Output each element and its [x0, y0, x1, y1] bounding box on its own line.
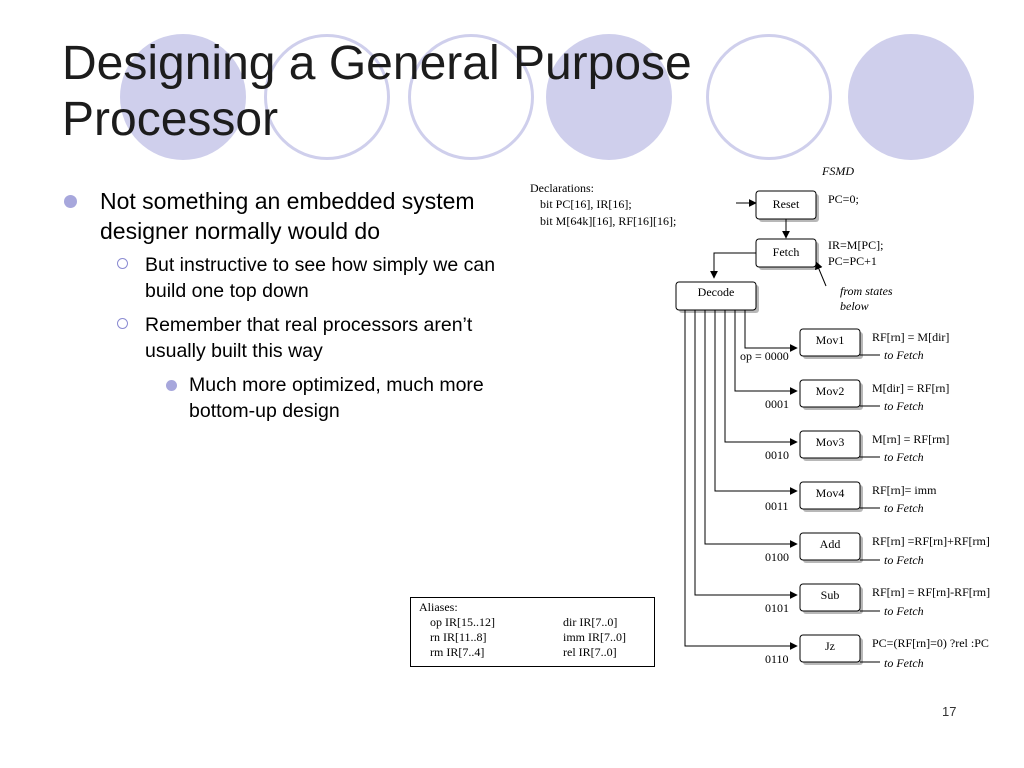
state-mov4-action: RF[rn]= imm	[872, 483, 937, 497]
state-jz-action: PC=(RF[rn]=0) ?rel :PC	[872, 636, 989, 650]
state-reset-label: Reset	[773, 197, 800, 211]
state-jz-cond: 0110	[765, 652, 789, 666]
state-mov2-cond: 0001	[765, 397, 789, 411]
branch-jz	[684, 310, 798, 650]
branch-add	[704, 310, 798, 548]
bullet-text: Remember that real processors aren’t usu…	[145, 314, 473, 362]
state-jz-label: Jz	[825, 639, 835, 653]
aliases-title: Aliases:	[419, 600, 458, 614]
state-mov3-next: to Fetch	[884, 450, 924, 464]
state-mov1-label: Mov1	[816, 333, 845, 347]
branch-mov2	[734, 310, 798, 395]
decor-circle-3	[408, 34, 534, 160]
alias-rel: rel IR[7..0]	[563, 645, 617, 659]
branch-mov3	[724, 310, 798, 446]
from-states-arrow	[815, 261, 827, 287]
decor-circle-5	[706, 34, 832, 160]
fetch-action-1: IR=M[PC];	[828, 238, 883, 252]
state-sub-next: to Fetch	[884, 604, 924, 618]
state-jz	[799, 634, 861, 663]
state-sub-action: RF[rn] = RF[rn]-RF[rm]	[872, 585, 990, 599]
state-mov3	[799, 430, 861, 459]
aliases-box: Aliases: op IR[15..12] rn IR[11..8] rm I…	[410, 597, 655, 667]
state-add	[799, 532, 861, 561]
branch-mov4	[714, 310, 798, 495]
from-states-2: below	[840, 299, 869, 313]
bullet-dot-icon	[166, 380, 177, 391]
state-add-label: Add	[820, 537, 841, 551]
state-mov1	[799, 328, 861, 357]
decor-circle-1	[120, 34, 246, 160]
decor-circle-4	[546, 34, 672, 160]
declarations-line-2: bit PC[16], IR[16];	[540, 197, 632, 211]
bullet-text: Much more optimized, much more bottom-up…	[189, 374, 484, 422]
decor-circle-2	[264, 34, 390, 160]
declarations-line-3: bit M[64k][16], RF[16][16];	[540, 214, 676, 228]
state-sub-cond: 0101	[765, 601, 789, 615]
alias-dir: dir IR[7..0]	[563, 615, 618, 629]
state-mov1-cond: op = 0000	[740, 349, 789, 363]
bullet-ring-icon	[117, 318, 128, 329]
bullet-text: Not something an embedded system designe…	[100, 188, 475, 244]
state-decode-label: Decode	[698, 285, 735, 299]
aliases-left-column: op IR[15..12] rn IR[11..8] rm IR[7..4]	[430, 615, 550, 660]
state-fetch-label: Fetch	[773, 245, 800, 259]
aliases-right-column: dir IR[7..0] imm IR[7..0] rel IR[7..0]	[563, 615, 653, 660]
branch-mov1	[744, 310, 798, 352]
state-mov3-cond: 0010	[765, 448, 789, 462]
bullet-level2: Remember that real processors aren’t usu…	[62, 312, 522, 364]
state-mov2-action: M[dir] = RF[rn]	[872, 381, 949, 395]
bullet-level2: But instructive to see how simply we can…	[62, 252, 522, 304]
state-mov1-action: RF[rn] = M[dir]	[872, 330, 949, 344]
state-mov4-cond: 0011	[765, 499, 789, 513]
alias-imm: imm IR[7..0]	[563, 630, 626, 644]
state-mov3-action: M[rn] = RF[rm]	[872, 432, 949, 446]
bullet-list: Not something an embedded system designe…	[62, 186, 522, 424]
branch-sub	[694, 310, 798, 599]
bullet-dot-icon	[64, 195, 77, 208]
state-add-next: to Fetch	[884, 553, 924, 567]
state-jz-next: to Fetch	[884, 656, 924, 670]
fetch-action-2: PC=PC+1	[828, 254, 877, 268]
state-sub-label: Sub	[821, 588, 840, 602]
slide-title: Designing a General Purpose Processor	[62, 37, 692, 146]
state-mov3-label: Mov3	[816, 435, 845, 449]
state-mov2	[799, 379, 861, 408]
alias-rm: rm IR[7..4]	[430, 645, 485, 659]
state-mov2-next: to Fetch	[884, 399, 924, 413]
alias-rn: rn IR[11..8]	[430, 630, 487, 644]
state-add-action: RF[rn] =RF[rn]+RF[rm]	[872, 534, 990, 548]
bullet-level3: Much more optimized, much more bottom-up…	[62, 372, 522, 424]
state-decode	[675, 281, 757, 311]
reset-action: PC=0;	[828, 192, 859, 206]
page-number: 17	[942, 704, 957, 719]
declarations-line-1: Declarations:	[530, 181, 594, 195]
state-sub	[799, 583, 861, 612]
from-states-1: from states	[840, 284, 893, 298]
alias-op: op IR[15..12]	[430, 615, 495, 629]
bullet-text: But instructive to see how simply we can…	[145, 254, 496, 302]
decor-circle-6	[848, 34, 974, 160]
state-add-cond: 0100	[765, 550, 789, 564]
state-mov2-label: Mov2	[816, 384, 845, 398]
bullet-level1: Not something an embedded system designe…	[62, 186, 522, 246]
state-mov4-label: Mov4	[816, 486, 845, 500]
fsmd-title: FSMD	[821, 164, 854, 178]
fetch-to-decode-arrow	[710, 252, 756, 279]
bullet-ring-icon	[117, 258, 128, 269]
state-mov4-next: to Fetch	[884, 501, 924, 515]
state-mov1-next: to Fetch	[884, 348, 924, 362]
state-mov4	[799, 481, 861, 510]
